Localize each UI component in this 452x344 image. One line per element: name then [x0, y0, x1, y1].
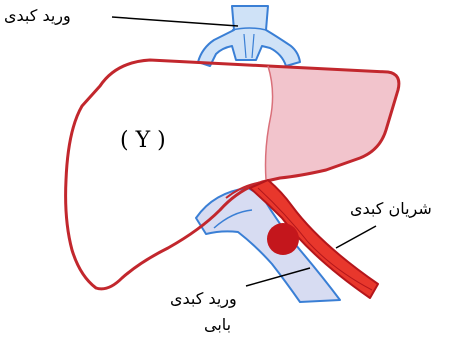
hepatic-vein-label: ورید کبدی [4, 6, 71, 25]
hepatic-vein-vessel [198, 6, 300, 66]
hepatic-artery-leader [336, 226, 376, 248]
portal-vein-label-line2: بابی [204, 315, 231, 334]
organ-marker-label: ( Y ) [120, 128, 166, 154]
hepatic-artery-label: شریان کبدی [350, 199, 432, 218]
right-lobe [266, 66, 399, 180]
portal-vein-node [267, 223, 299, 255]
portal-vein-label-line1: ورید کبدی [170, 289, 237, 308]
hepatic-vein-leader [112, 17, 238, 26]
